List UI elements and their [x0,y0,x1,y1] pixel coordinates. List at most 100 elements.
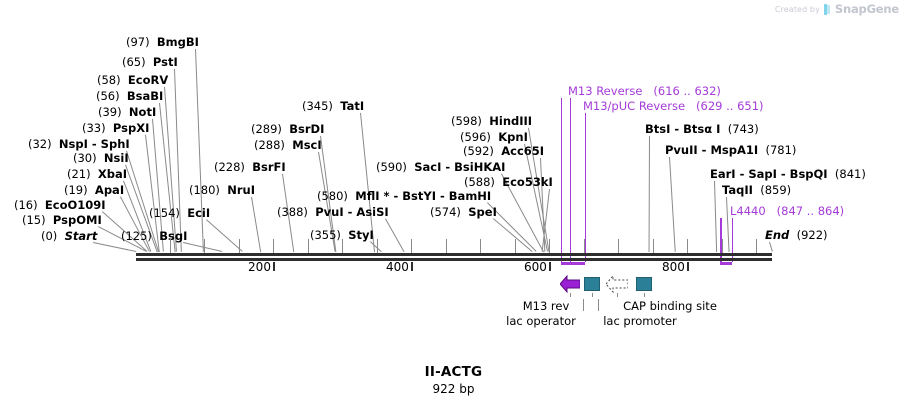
primer-leader-line [732,218,734,262]
enzyme-label[interactable]: (588) Eco53kI [464,176,553,188]
primer-range-marker [569,113,572,262]
enzyme-label[interactable]: (65) PstI [122,56,178,68]
enzyme-label[interactable]: (590) SacI - BsiHKAI [376,161,505,173]
feature-leader-line [592,293,593,297]
enzyme-position: (180) [189,183,220,197]
enzyme-position: (580) [317,189,348,203]
ruler-minor-tick [549,239,551,253]
primer-label[interactable]: M13/pUC Reverse (629 .. 651) [583,100,764,112]
enzyme-name: PstI [152,55,178,69]
caption-separator [598,299,599,311]
sequence-length-label: 922 bp [432,382,475,396]
feature-glyph[interactable] [559,274,581,294]
enzyme-name: BtsI - Btsα I [645,122,721,136]
feature-glyph[interactable] [584,275,600,293]
enzyme-label[interactable]: (21) XbaI [67,168,127,180]
enzyme-label[interactable]: (580) MflI * - BstYI - BamHI [317,190,491,202]
primer-name: M13/pUC Reverse [583,99,686,113]
enzyme-position: (125) [121,229,152,243]
enzyme-label[interactable]: (288) MscI [254,139,322,151]
ruler-minor-tick [480,239,482,253]
enzyme-label[interactable]: EarI - SapI - BspQI (841) [710,168,866,180]
enzyme-name: KpnI [498,130,528,144]
enzyme-position: (355) [310,228,341,242]
enzyme-name: StyI [348,228,374,242]
ruler-minor-tick [687,239,689,253]
enzyme-name: EarI - SapI - BspQI [710,167,828,181]
enzyme-label[interactable]: (592) Acc65I [463,145,544,157]
enzyme-name: BsaBI [126,89,164,103]
enzyme-leader-line [669,156,676,252]
enzyme-label[interactable]: (15) PspOMI [22,214,102,226]
enzyme-name: ApaI [94,183,125,197]
enzyme-name: PspOMI [52,213,102,227]
enzyme-label[interactable]: (0) Start [41,230,97,242]
enzyme-name: Acc65I [501,144,545,158]
enzyme-name: End [765,228,790,242]
enzyme-position: (588) [464,175,495,189]
enzyme-position: (39) [98,105,122,119]
enzyme-position: (228) [214,160,245,174]
enzyme-name: TaqII [722,183,753,197]
ruler-minor-tick [445,239,447,253]
enzyme-label[interactable]: TaqII (859) [722,184,791,196]
enzyme-leader-line [370,241,382,252]
enzyme-name: PvuII - MspA1I [665,143,759,157]
primer-range-bar [569,262,586,265]
enzyme-label[interactable]: (355) StyI [310,229,374,241]
enzyme-position: (841) [834,167,866,181]
enzyme-label[interactable]: (33) PspXI [82,122,149,134]
enzyme-label[interactable]: BtsI - Btsα I (743) [645,123,759,135]
enzyme-label[interactable]: (19) ApaI [64,184,124,196]
enzyme-label[interactable]: (345) TatI [302,100,364,112]
primer-label[interactable]: L4440 (847 .. 864) [730,205,844,217]
enzyme-name: TatI [340,99,365,113]
feature-glyph[interactable] [605,274,629,294]
ruler-minor-tick [238,239,240,253]
enzyme-label[interactable]: (154) EciI [149,207,210,219]
enzyme-leader-line [714,180,718,252]
feature-caption: lac operator [506,314,576,328]
enzyme-name: NspI - SphI [58,137,130,151]
enzyme-label[interactable]: (30) NsiI [73,152,129,164]
primer-range: (629 .. 651) [696,99,764,113]
enzyme-position: (15) [22,213,46,227]
feature-glyph[interactable] [636,275,652,293]
enzyme-position: (592) [463,144,494,158]
enzyme-label[interactable]: PvuII - MspA1I (781) [665,144,796,156]
enzyme-label[interactable]: (598) HindIII [451,115,532,127]
enzyme-label[interactable]: (56) BsaBI [96,90,163,102]
enzyme-label[interactable]: (58) EcoRV [97,74,168,86]
primer-range-bar [720,262,732,265]
enzyme-label[interactable]: (289) BsrDI [251,123,324,135]
enzyme-name: BmgBI [156,35,199,49]
enzyme-label[interactable]: (39) NotI [98,106,156,118]
ruler-minor-tick [411,239,413,253]
enzyme-label[interactable]: (125) BsgI [121,230,187,242]
enzyme-label[interactable]: (388) PvuI - AsiSI [277,206,389,218]
ruler-tick-label: 600 [523,260,547,274]
enzyme-position: (154) [149,206,180,220]
feature-caption: lac promoter [603,314,677,328]
enzyme-label[interactable]: (574) SpeI [430,206,497,218]
primer-label[interactable]: M13 Reverse (616 .. 632) [568,85,721,97]
enzyme-name: PspXI [112,121,150,135]
enzyme-position: (65) [122,55,146,69]
enzyme-label[interactable]: (32) NspI - SphI [28,138,130,150]
enzyme-leader-line [726,196,730,252]
enzyme-label[interactable]: End (922) [765,229,828,241]
feature-caption: M13 rev [522,299,570,313]
caption-separator [583,299,584,311]
enzyme-label[interactable]: (97) BmgBI [126,36,199,48]
enzyme-name: SacI - BsiHKAI [414,160,506,174]
enzyme-label[interactable]: (596) KpnI [460,131,528,143]
enzyme-leader-line [206,219,243,252]
primer-range: (847 .. 864) [776,204,845,218]
enzyme-label[interactable]: (180) NruI [189,184,255,196]
enzyme-name: Start [64,229,98,243]
enzyme-position: (97) [126,35,150,49]
enzyme-position: (32) [28,137,52,151]
enzyme-label[interactable]: (16) EcoO109I [14,199,106,211]
enzyme-label[interactable]: (228) BsrFI [214,161,286,173]
